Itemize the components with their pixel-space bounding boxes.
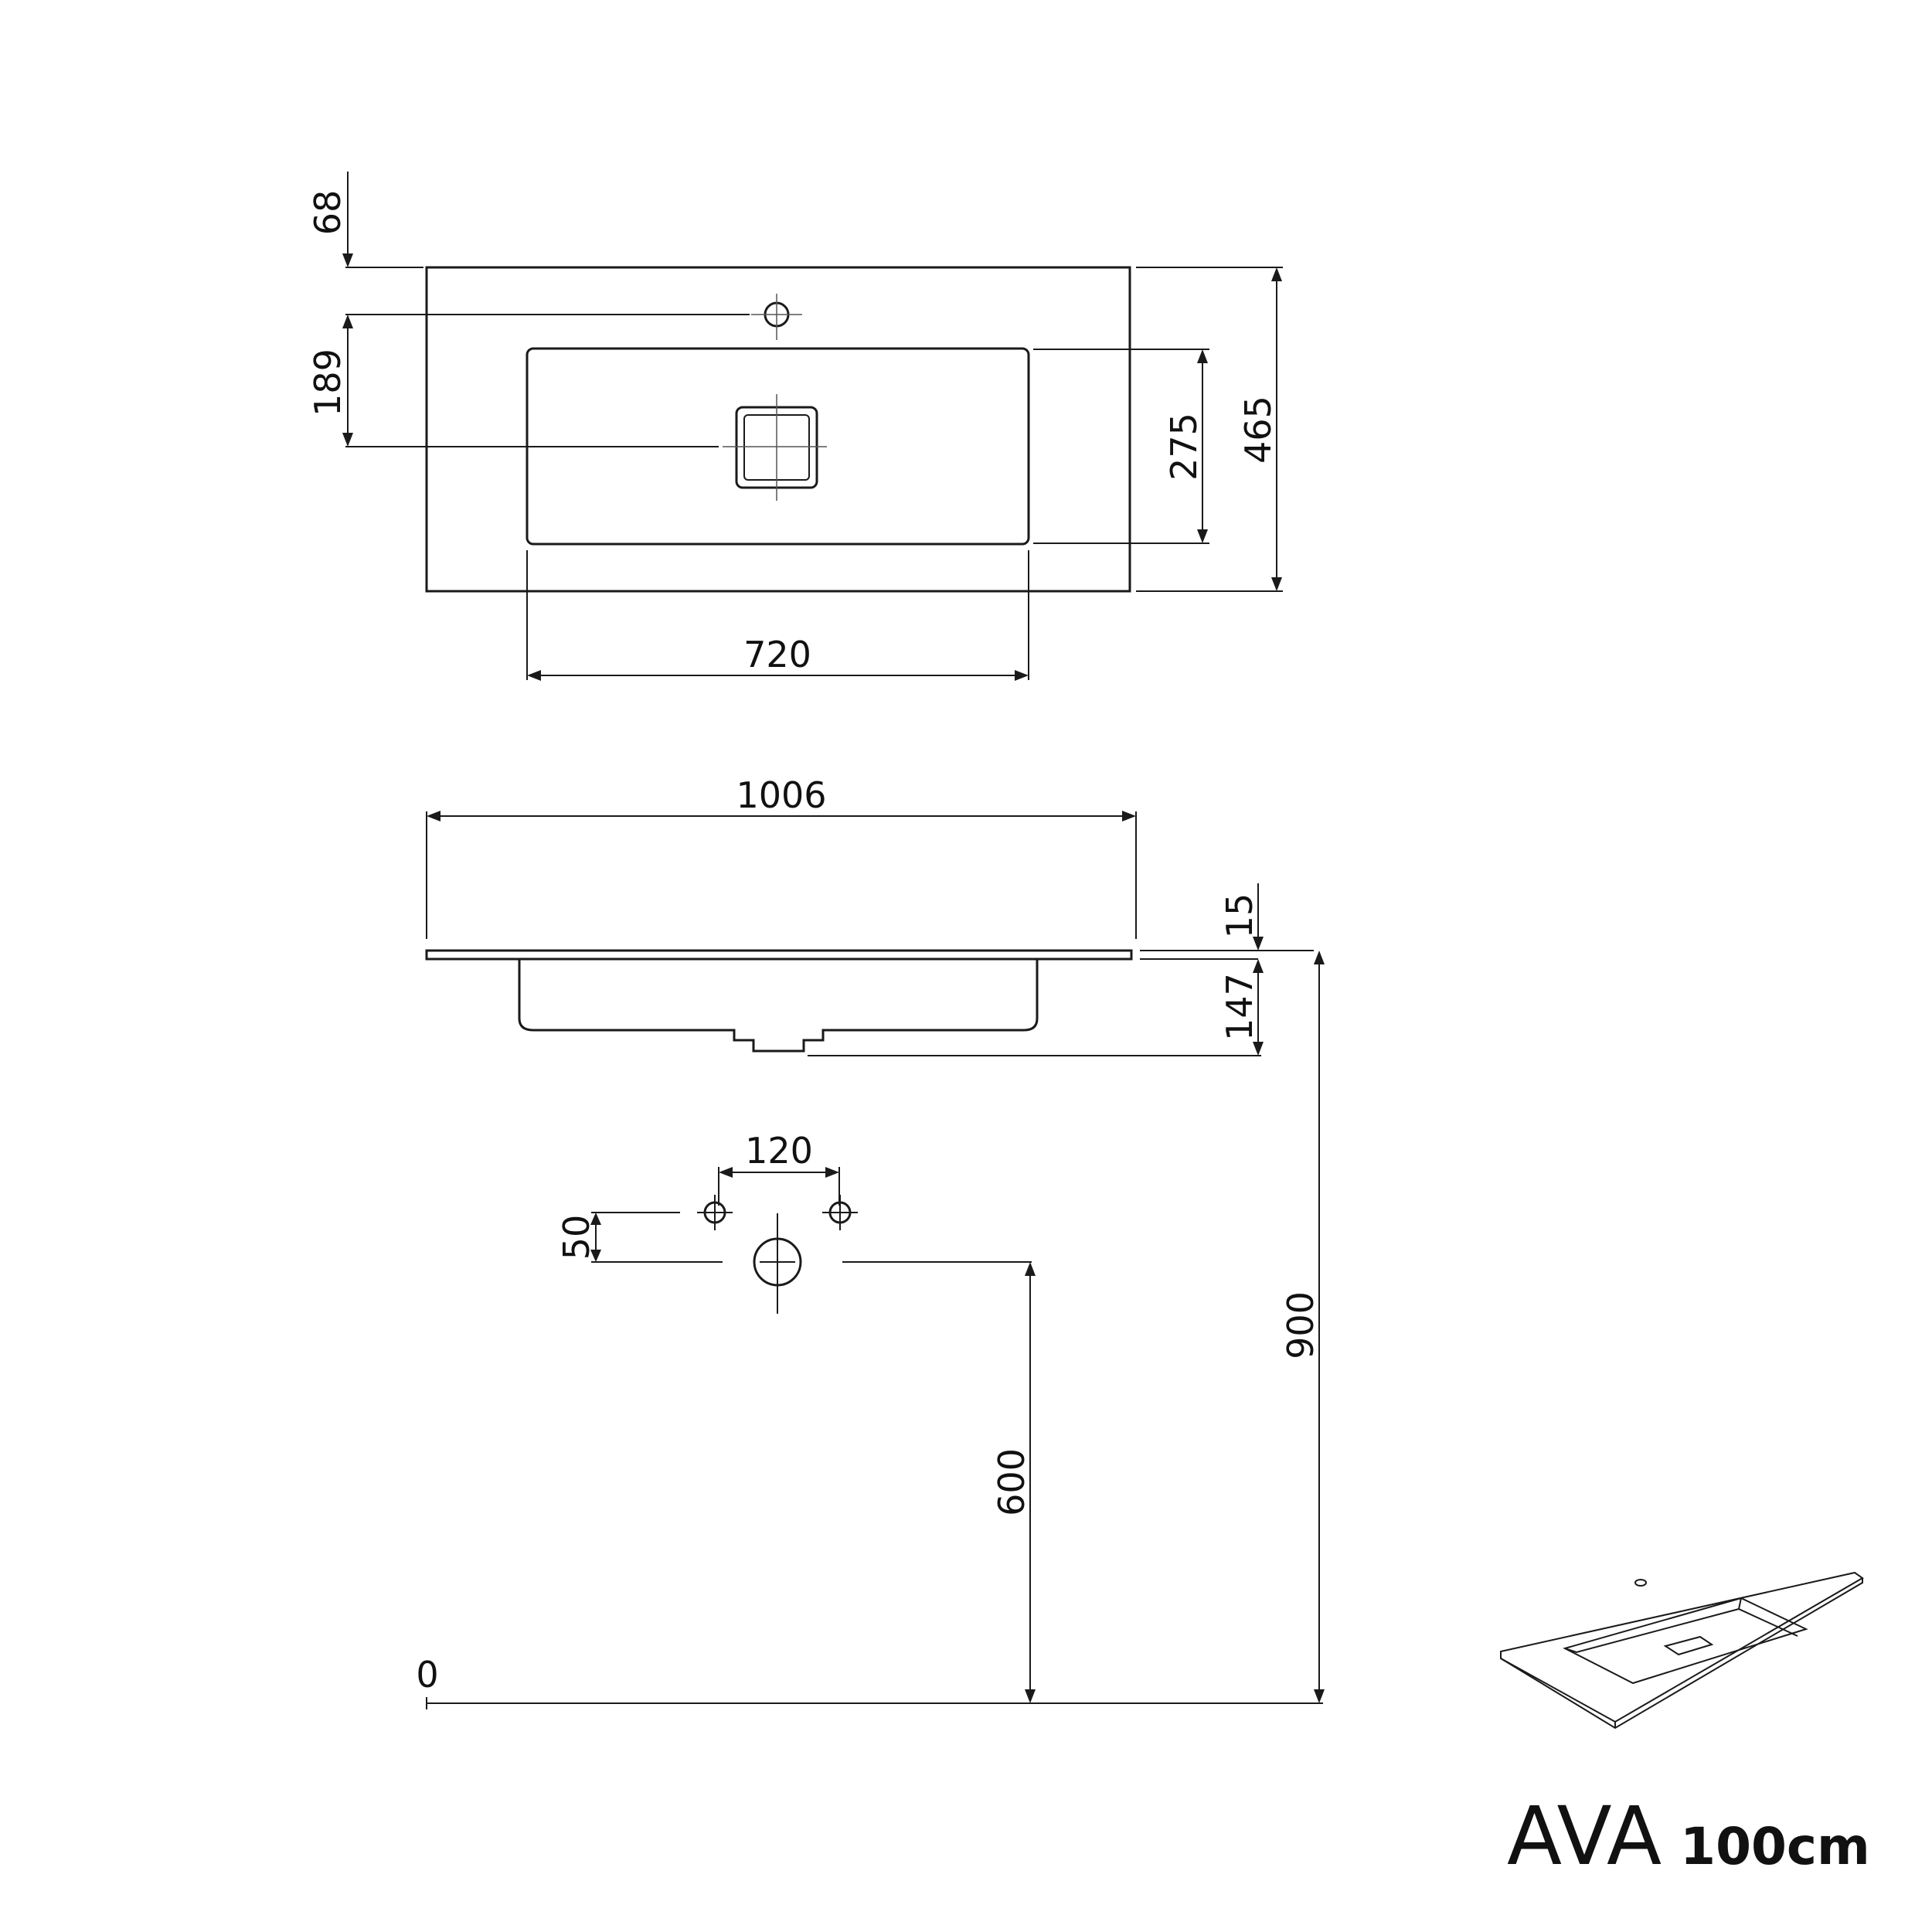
dim-drain-height: 600 [991,1262,1036,1703]
product-size: 100cm [1680,1817,1870,1876]
slab-side [425,949,1133,961]
dim-label-basin-depth: 275 [1163,413,1205,481]
dim-label-overall-width: 1006 [736,774,826,816]
dim-label-basin-width: 720 [743,634,811,675]
dim-label-drain-height: 600 [991,1448,1032,1516]
washbasin-outline-top [425,266,1131,593]
dim-label-drain-hole-offset: 50 [556,1215,597,1260]
isometric-preview [1500,1571,1864,1730]
dim-label-tap-hole-spacing: 120 [745,1130,813,1172]
dim-basin-width: 720 [526,550,1029,681]
top-view [425,266,1131,593]
floor-line: 0 [416,1654,1323,1709]
dim-overall-width: 1006 [426,774,1137,939]
product-title: AVA 100cm [1507,1789,1924,1883]
dim-overall-depth: 465 [1136,267,1283,592]
side-view [425,949,1133,1053]
dim-top-height: 900 [1280,951,1325,1703]
dim-label-overall-depth: 465 [1237,396,1279,464]
dim-basin-depth: 275 [1033,349,1209,544]
dim-label-tap-offset: 68 [307,190,349,236]
product-name: AVA [1507,1789,1662,1883]
dim-drain-hole-offset: 50 [556,1212,1032,1263]
wall-connections [697,1195,858,1314]
dim-label-floor-level: 0 [416,1654,438,1696]
dim-label-bowl-height: 147 [1219,973,1260,1041]
dim-tap-and-drain-offset: 68 189 [307,172,750,447]
dim-tap-hole-spacing: 120 [718,1130,840,1206]
dim-label-top-height: 900 [1280,1291,1321,1359]
bowl-side [518,959,1039,1053]
dim-label-drain-offset: 189 [307,349,349,417]
dim-slab-and-bowl: 15 147 [808,883,1314,1056]
dim-label-slab-thickness: 15 [1219,893,1260,939]
